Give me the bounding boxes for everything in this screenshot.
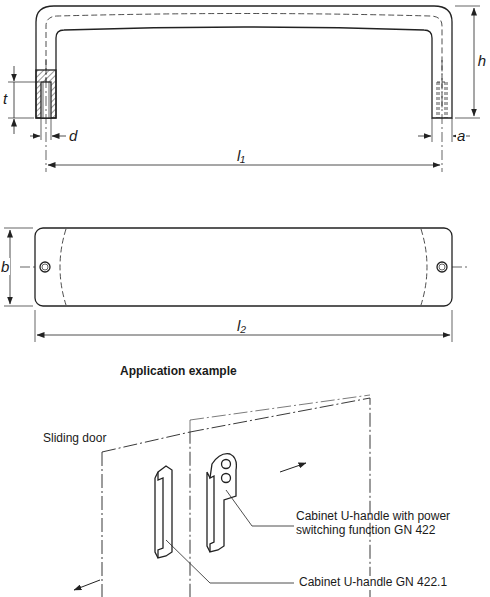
callout-label: Cabinet U-handle with power switching fu… — [295, 510, 487, 538]
callout-label: Cabinet U-handle GN 422.1 — [298, 576, 448, 590]
dimension-label: d — [68, 127, 78, 144]
note-label: Sliding door — [42, 432, 107, 446]
dimension-label: h — [477, 52, 487, 69]
dimension-label: a — [456, 127, 466, 144]
dimension-label: t — [2, 90, 8, 107]
dimension-label: b — [0, 258, 10, 275]
dimension-label: l₁ — [236, 147, 246, 164]
dimension-label: l₂ — [236, 317, 247, 334]
section-heading: Application example — [119, 365, 238, 379]
